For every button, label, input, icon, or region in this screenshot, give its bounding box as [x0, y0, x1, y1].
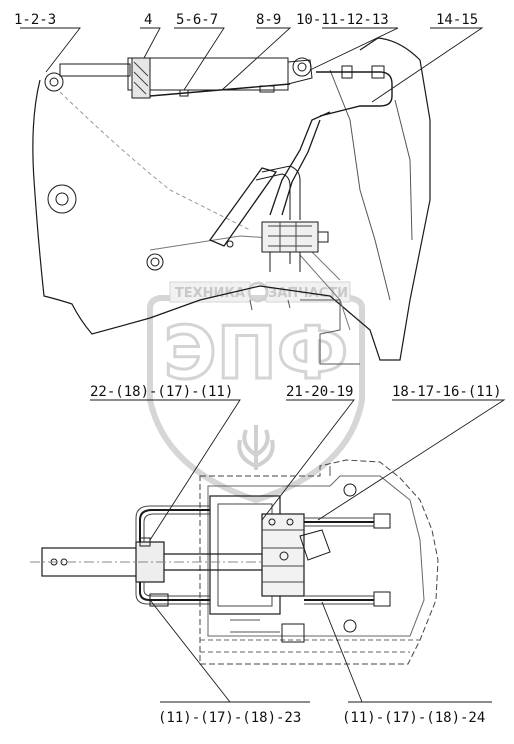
plan-frame-inner: [207, 475, 425, 637]
hose-24-outer: [304, 595, 374, 605]
leader-c7: [90, 399, 241, 541]
boom-pivot-left-hole: [49, 77, 59, 87]
leader-c9: [317, 399, 506, 521]
leader-c10: [149, 599, 310, 703]
callout-24: (11)-(17)-(18)-24: [342, 710, 485, 726]
boom-pivot-left: [44, 72, 64, 92]
lift-cylinder-line: [149, 83, 291, 97]
hose-14-15-fitting-b: [341, 65, 353, 79]
valve-bracket: [208, 167, 278, 247]
hose-24-fitting: [373, 591, 391, 607]
lift-cylinder-rod-eye: [287, 59, 313, 85]
plan-frame-bottom: [200, 639, 420, 653]
watermark-wheat-icon: [237, 425, 275, 470]
boom-outline: [32, 37, 431, 361]
watermark-left-word: ТЕХНИКА: [175, 286, 245, 301]
pipe-bend: [255, 165, 301, 220]
boom-mid-pin: [47, 184, 77, 214]
callout-18-17-16: 18-17-16-(11): [392, 384, 502, 400]
hose-16-fitting: [373, 513, 391, 529]
plan-frame-details: [230, 466, 331, 633]
plan-view: [30, 459, 439, 665]
boom-top-pivot-hole: [297, 62, 307, 72]
leader-c1: [20, 27, 81, 73]
callout-21-20-19: 21-20-19: [286, 384, 353, 400]
pipe-to-valve: [269, 111, 331, 216]
leader-c5: [309, 27, 399, 71]
callout-labels: 1-2-3 4 5-6-7 8-9 10-11-12-13 14-15 22-(…: [14, 12, 502, 726]
watermark-gear-icon: [247, 281, 269, 303]
callout-22: 22-(18)-(17)-(11): [90, 384, 233, 400]
tilt-cylinder-rod: [164, 553, 262, 571]
hose-22-fitting: [139, 537, 151, 547]
valve-bracket-plan: [299, 529, 331, 561]
control-valve-lever: [317, 231, 329, 243]
plan-frame-hole-a: [343, 483, 357, 497]
watermark-logo: ЭПФ: [164, 311, 349, 395]
callout-4: 4: [144, 12, 152, 28]
leader-c4: [221, 27, 292, 91]
callout-10-13: 10-11-12-13: [296, 12, 389, 28]
watermark-shield: [147, 295, 365, 504]
lift-cylinder-rod: [59, 63, 131, 77]
plan-frame-hole-b: [343, 619, 357, 633]
hose-22-outline: [135, 505, 210, 542]
callout-14-15: 14-15: [436, 12, 478, 28]
valve-port-a: [268, 518, 276, 526]
control-valve-detail: [268, 222, 312, 252]
control-valve-sections: [262, 529, 304, 583]
boom-lower-pin: [146, 253, 164, 271]
frame-detail-marks: [249, 299, 291, 311]
lift-cylinder-hatch: [133, 61, 149, 95]
hose-23-outline: [135, 582, 210, 605]
leader-c6: [371, 27, 484, 103]
leader-c11: [321, 601, 492, 703]
frame-lower-right: [300, 299, 360, 365]
hose-14-15-fitting: [371, 65, 385, 79]
valve-port-c: [279, 551, 289, 561]
callout-8-9: 8-9: [256, 12, 281, 28]
callout-5-6-7: 5-6-7: [176, 12, 218, 28]
boom-lower-pin-hole: [150, 257, 160, 267]
top-view: [32, 37, 431, 365]
plan-frame-outline: [199, 459, 439, 665]
plan-frame-block: [281, 623, 305, 643]
lift-cylinder-head: [131, 57, 151, 99]
boom-inner-line: [59, 91, 251, 231]
leader-c3: [174, 27, 225, 91]
leader-c2: [140, 27, 161, 59]
boom-frame-right: [329, 69, 413, 301]
callout-23: (11)-(17)-(18)-23: [158, 710, 301, 726]
hose-16-outer: [304, 517, 374, 527]
control-valve-plan-view: [261, 513, 305, 597]
leader-lines: [20, 27, 506, 703]
hose-22: [139, 509, 210, 542]
valve-port-b: [286, 518, 294, 526]
callout-1-2-3: 1-2-3: [14, 12, 56, 28]
boom-mid-pin-hole: [55, 192, 69, 206]
hose-14-15: [316, 71, 393, 117]
lift-cylinder-barrel: [127, 57, 289, 91]
valve-outlet: [269, 252, 301, 272]
valve-bolt: [226, 240, 234, 248]
leader-c8: [261, 399, 355, 521]
